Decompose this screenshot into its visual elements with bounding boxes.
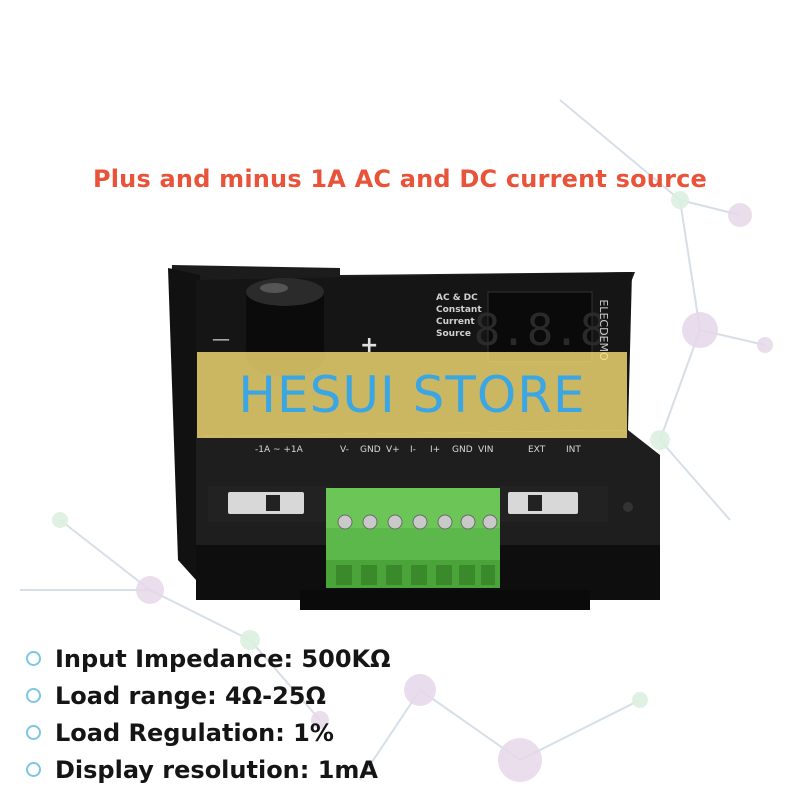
terminal-block bbox=[326, 488, 500, 588]
bullet-ring-icon bbox=[26, 725, 41, 740]
spec-item: Load range: 4Ω-25Ω bbox=[22, 677, 782, 714]
terminal-label-vminus: V- bbox=[340, 445, 349, 455]
spec-input-impedance: Input Impedance: 500KΩ bbox=[55, 644, 391, 673]
spec-item: Load Regulation: 1% bbox=[22, 714, 782, 751]
terminal-label-iplus: I+ bbox=[430, 445, 440, 455]
display-digits: 8.8.8 bbox=[474, 305, 606, 356]
spec-display-resolution: Display resolution: 1mA bbox=[55, 755, 379, 784]
terminal-label-gnd2: GND bbox=[452, 445, 473, 455]
right-switch bbox=[508, 492, 578, 514]
terminal-label-vplus: V+ bbox=[386, 445, 400, 455]
brand-label: ELECDEMO bbox=[597, 299, 610, 361]
store-watermark: HESUI STORE bbox=[197, 352, 627, 438]
watermark-text: HESUI STORE bbox=[238, 366, 586, 424]
product-line-2: Constant bbox=[436, 305, 482, 315]
spec-item: Display resolution: 1mA bbox=[22, 751, 782, 788]
spec-item: Input Impedance: 500KΩ bbox=[22, 640, 782, 677]
product-line-1: AC & DC bbox=[436, 293, 478, 303]
product-line-3: Current bbox=[436, 317, 475, 327]
terminal-label-vin: VIN bbox=[478, 445, 494, 455]
knob-minus-label: — bbox=[212, 329, 230, 350]
spec-list: Input Impedance: 500KΩ Load range: 4Ω-25… bbox=[22, 640, 782, 788]
knob bbox=[246, 278, 324, 306]
terminal-label-ext: EXT bbox=[528, 445, 546, 455]
terminal-label-range: -1A ~ +1A bbox=[255, 445, 304, 455]
led-display bbox=[487, 291, 593, 363]
terminal-label-gnd1: GND bbox=[360, 445, 381, 455]
product-line-4: Source bbox=[436, 329, 471, 339]
terminal-label-int: INT bbox=[566, 445, 581, 455]
bullet-ring-icon bbox=[26, 762, 41, 777]
knob-plus-label: + bbox=[360, 333, 378, 358]
headline: Plus and minus 1A AC and DC current sour… bbox=[92, 165, 708, 193]
bullet-ring-icon bbox=[26, 688, 41, 703]
spec-load-range: Load range: 4Ω-25Ω bbox=[55, 681, 326, 710]
terminal-label-iminus: I- bbox=[410, 445, 416, 455]
bullet-ring-icon bbox=[26, 651, 41, 666]
spec-load-regulation: Load Regulation: 1% bbox=[55, 718, 334, 747]
